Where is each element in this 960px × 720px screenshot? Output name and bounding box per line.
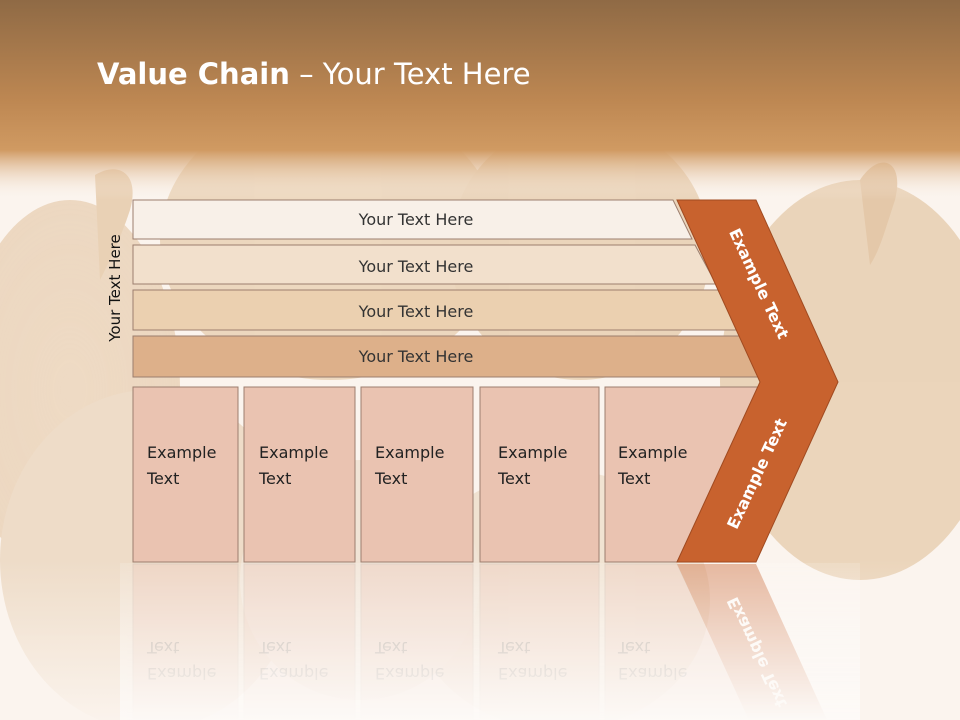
title-rest: – Your Text Here xyxy=(289,57,531,91)
box-4-line2: Text xyxy=(497,469,530,488)
activity-boxes: Example Text Example Text Example Text E… xyxy=(132,386,761,563)
activity-box-2 xyxy=(243,386,356,563)
box-2-line2: Text xyxy=(258,469,291,488)
box-3-line2: Text xyxy=(374,469,407,488)
box-5-line1: Example xyxy=(618,443,687,462)
activity-box-4 xyxy=(479,386,600,563)
activity-box-3 xyxy=(360,386,474,563)
box-1-line1: Example xyxy=(147,443,216,462)
box-1-line2: Text xyxy=(146,469,179,488)
box-5-line2: Text xyxy=(617,469,650,488)
box-2-line1: Example xyxy=(259,443,328,462)
title-bold: Value Chain xyxy=(97,57,290,91)
row-label-2: Your Text Here xyxy=(358,257,474,276)
row-bar-1 xyxy=(132,199,693,240)
reflection: Example Text Example Text Example Text E… xyxy=(120,563,860,720)
chevron-shape xyxy=(676,199,839,563)
row-bars: Your Text Here Your Text Here Your Text … xyxy=(132,199,763,378)
slide-title: Value Chain – Your Text Here xyxy=(97,52,531,96)
box-4-line1: Example xyxy=(498,443,567,462)
row-label-3: Your Text Here xyxy=(358,302,474,321)
activity-box-1 xyxy=(132,386,239,563)
row-label-1: Your Text Here xyxy=(358,210,474,229)
row-label-4: Your Text Here xyxy=(358,347,474,366)
box-3-line1: Example xyxy=(375,443,444,462)
